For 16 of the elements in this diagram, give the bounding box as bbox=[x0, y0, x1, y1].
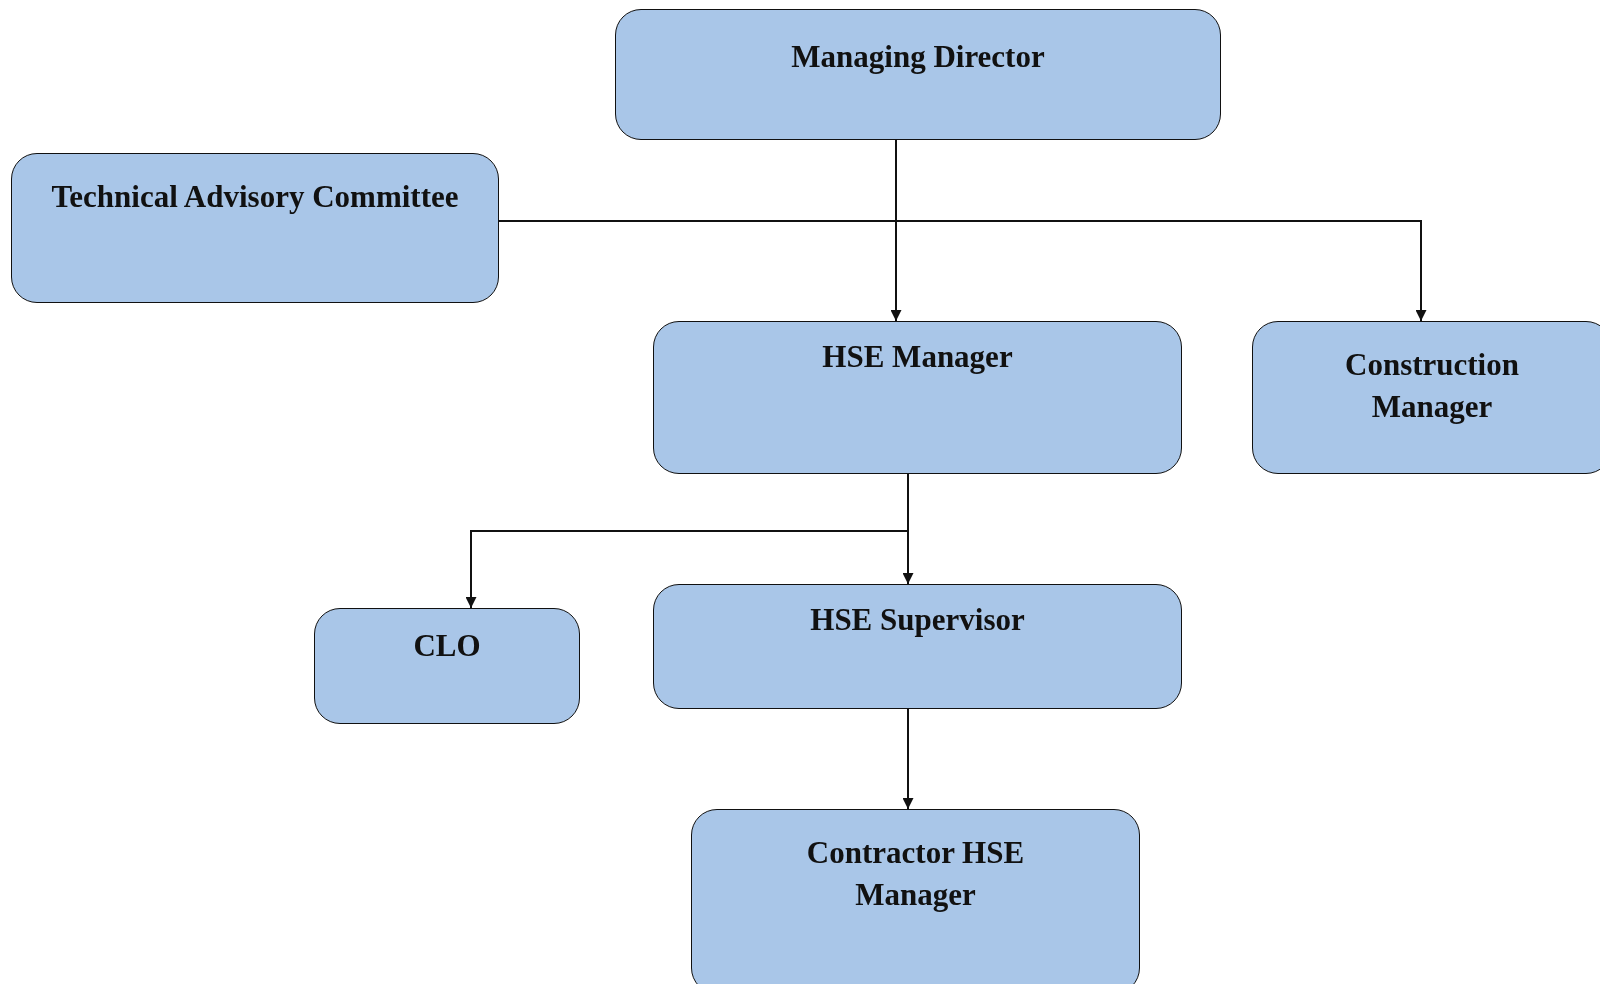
role-box bbox=[1252, 321, 1600, 474]
role-title: Contractor HSE Manager bbox=[805, 834, 1026, 914]
role-title: CLO bbox=[412, 627, 482, 665]
role-box bbox=[615, 9, 1221, 140]
connector-arrow bbox=[902, 708, 914, 810]
role-box bbox=[653, 584, 1182, 709]
role-title: HSE Manager bbox=[821, 338, 1014, 376]
connector-arrow bbox=[902, 473, 914, 585]
role-title: Managing Director bbox=[790, 38, 1046, 76]
role-box bbox=[691, 809, 1140, 984]
role-title: Construction Manager bbox=[1344, 346, 1520, 426]
role-box bbox=[653, 321, 1182, 474]
role-box bbox=[314, 608, 580, 724]
role-title: Technical Advisory Committee bbox=[50, 178, 460, 216]
role-title: HSE Supervisor bbox=[809, 601, 1026, 639]
role-box bbox=[11, 153, 499, 303]
